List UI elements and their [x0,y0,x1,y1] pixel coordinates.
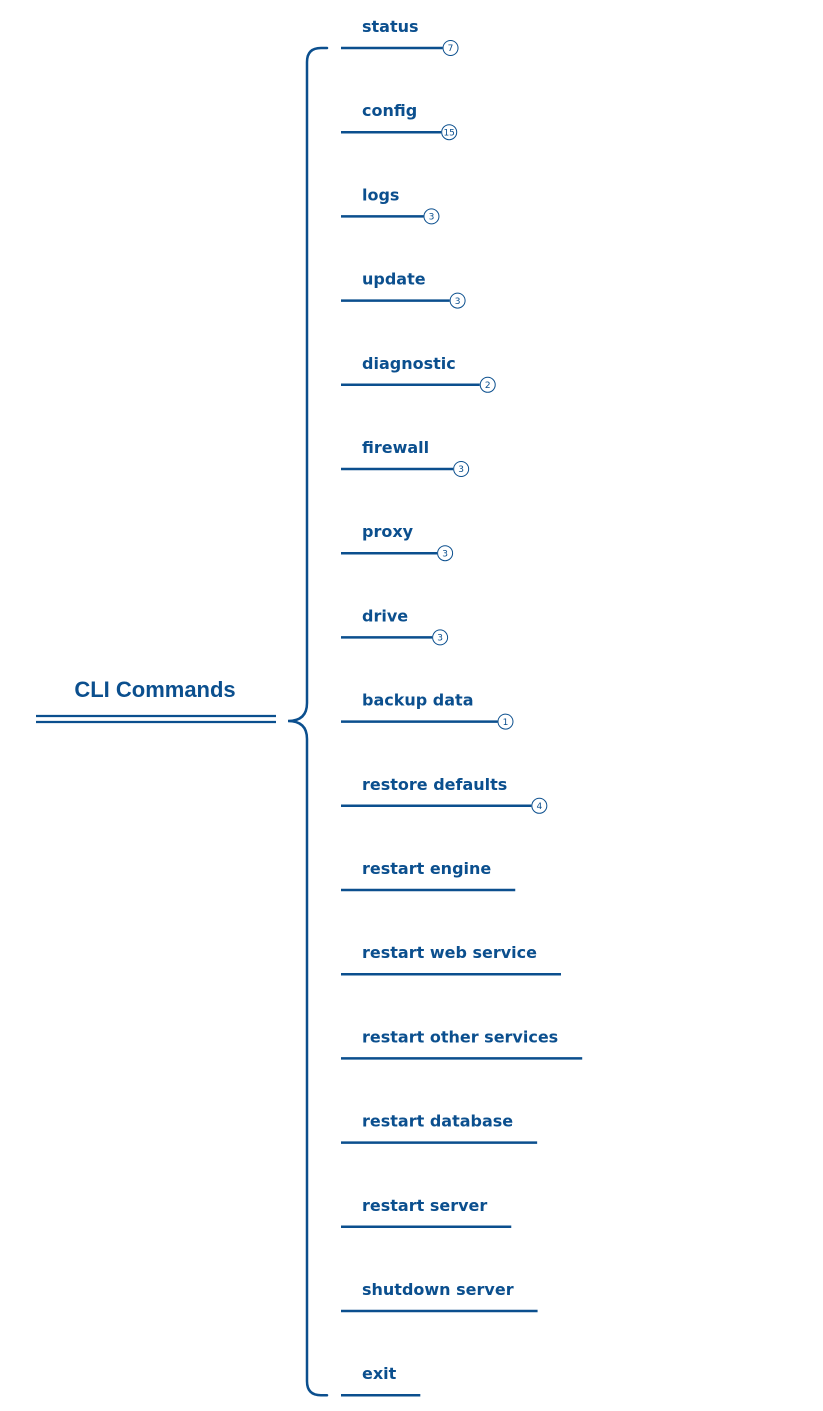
badge-circle [479,376,496,393]
branch-label: firewall [362,438,429,457]
badge-circle [453,461,470,477]
branch-label: restart database [362,1112,513,1131]
collapse-count-badge[interactable]: 7 [442,40,459,56]
badge-circle [531,797,548,814]
collapse-count-badge[interactable]: 3 [423,208,440,225]
badge-circle [437,545,454,562]
collapse-count-badge[interactable]: 3 [453,461,470,477]
badge-count: 7 [448,44,454,54]
branch-label: update [362,270,426,289]
branch-label: config [362,101,417,120]
collapse-count-badge[interactable]: 4 [531,797,548,814]
branch-topic[interactable]: backup data 1 [341,691,514,730]
collapse-count-badge[interactable]: 3 [437,545,454,562]
branch-label: restart web service [362,943,537,962]
branch-topic[interactable]: restart web service [341,943,561,976]
badge-count: 3 [437,634,443,644]
badge-count: 3 [442,549,448,559]
root-topic[interactable]: CLI Commands [36,677,276,724]
branch-label: backup data [362,691,473,710]
badge-count: 2 [485,381,491,391]
branch-topic[interactable]: shutdown server [341,1280,538,1313]
branch-label: diagnostic [362,354,456,373]
collapse-count-badge[interactable]: 3 [449,292,466,309]
collapse-count-badge[interactable]: 3 [432,629,449,646]
branch-label: restart other services [362,1027,558,1046]
branch-label: shutdown server [362,1280,514,1299]
branch-connector-brace [287,46,329,1397]
badge-count: 3 [429,213,435,223]
badge-circle [442,40,459,56]
branch-topic[interactable]: diagnostic 2 [341,354,496,393]
badge-circle [449,292,466,309]
badge-count: 4 [536,802,542,812]
badge-circle [432,629,449,646]
branch-label: status [362,17,419,36]
branch-topic[interactable]: restart database [341,1112,538,1144]
badge-circle [497,713,514,730]
branch-topic[interactable]: exit [341,1364,421,1397]
branch-label: proxy [362,522,414,541]
branch-topic[interactable]: drive 3 [341,606,449,646]
branch-label: restart server [362,1196,487,1215]
branch-label: drive [362,606,408,625]
branch-label: exit [362,1364,397,1383]
branch-topic[interactable]: restart engine [341,859,516,892]
badge-circle [441,124,458,141]
badge-count: 15 [443,128,454,138]
branches-layer: status 7 config 15 logs 3 update 3 diagnostic 2 fi… [341,17,583,1397]
branch-topic[interactable]: proxy 3 [341,522,454,562]
branch-topic[interactable]: config 15 [341,101,458,141]
branch-topic[interactable]: status 7 [341,17,459,56]
badge-circle [423,208,440,225]
branch-label: logs [362,185,399,204]
branch-topic[interactable]: logs 3 [341,185,440,225]
root-title: CLI Commands [74,677,235,702]
collapse-count-badge[interactable]: 1 [497,713,514,730]
branch-topic[interactable]: restart server [341,1196,512,1229]
branch-topic[interactable]: update 3 [341,270,466,309]
badge-count: 1 [503,718,509,728]
collapse-count-badge[interactable]: 2 [479,376,496,393]
badge-count: 3 [458,465,464,475]
branch-topic[interactable]: restore defaults 4 [341,775,548,814]
badge-count: 3 [455,297,461,307]
branch-topic[interactable]: restart other services [341,1027,583,1060]
branch-label: restart engine [362,859,491,878]
branch-topic[interactable]: firewall 3 [341,438,470,477]
branch-label: restore defaults [362,775,507,794]
collapse-count-badge[interactable]: 15 [441,124,458,141]
